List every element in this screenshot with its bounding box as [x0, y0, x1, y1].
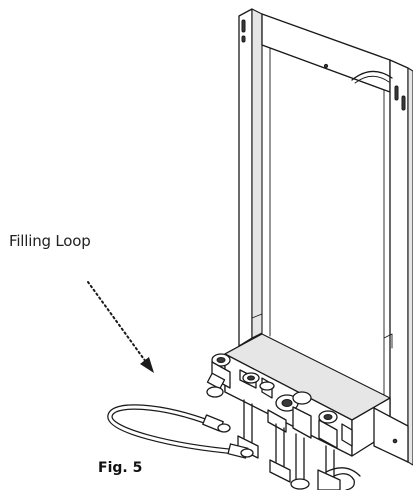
filling-loop-hose: [107, 404, 254, 459]
wall-mounting-frame: [238, 8, 413, 466]
filling-loop-label: Filling Loop: [9, 232, 91, 250]
valve-assembly: [206, 353, 361, 490]
dotted-arrow-icon: [87, 281, 154, 373]
figure-caption: Fig. 5: [98, 460, 143, 476]
